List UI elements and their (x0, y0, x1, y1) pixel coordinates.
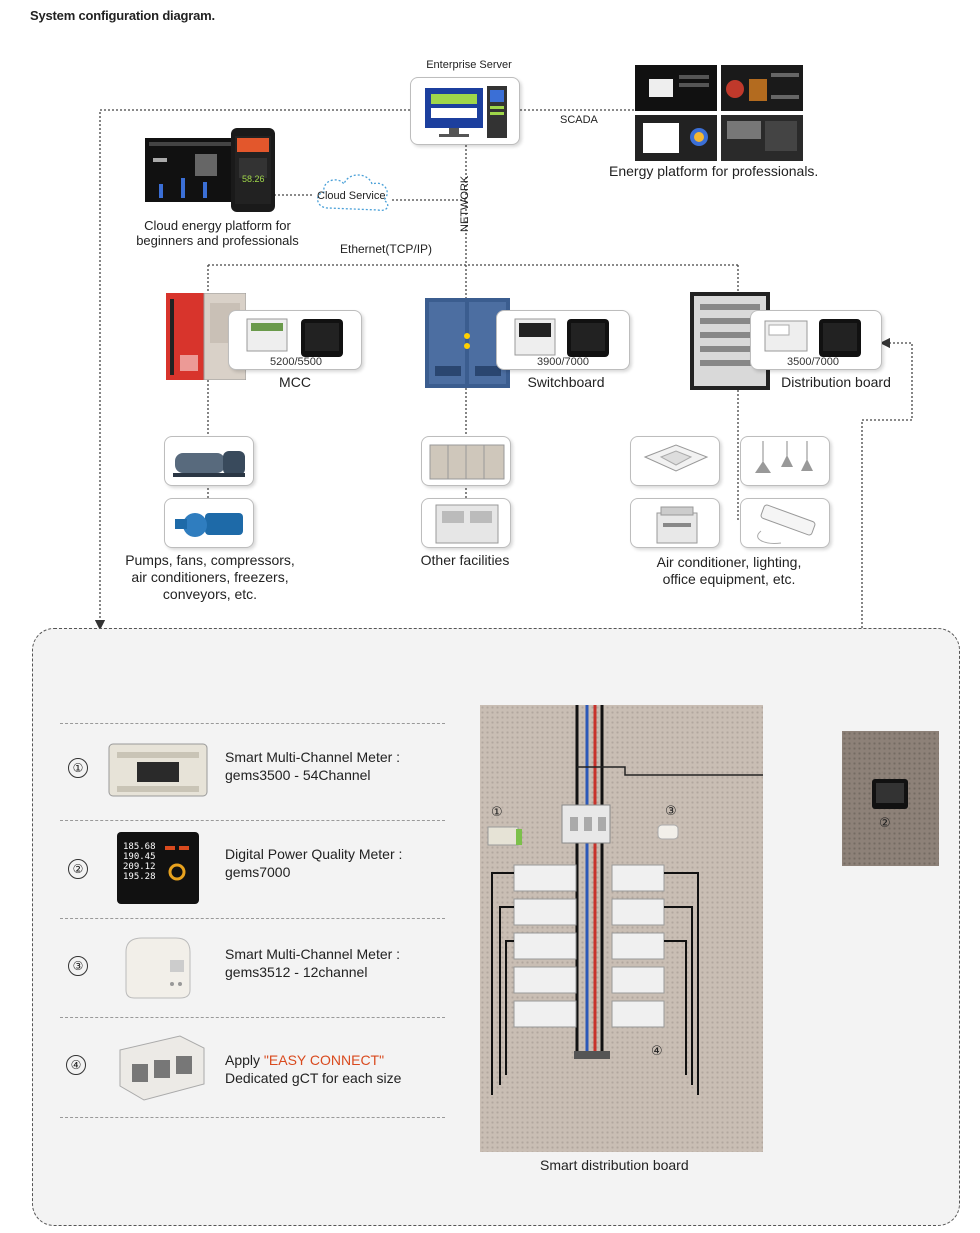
divider (60, 1017, 445, 1018)
meter-reading: 195.28 (123, 872, 156, 882)
product-2-line1: Digital Power Quality Meter : (225, 846, 403, 862)
switchboard-label: Switchboard (527, 374, 605, 390)
pump-card (164, 436, 254, 486)
power-strip-card (740, 498, 830, 548)
page-title: System configuration diagram. (30, 8, 215, 23)
cloud-platform-label-1: Cloud energy platform for (144, 218, 291, 233)
lighting-card (740, 436, 830, 486)
distribution-meter-card (750, 310, 882, 370)
easy-connect-gct-image (110, 1030, 210, 1104)
aircon-card (630, 436, 720, 486)
ethernet-label: Ethernet(TCP/IP) (340, 242, 433, 256)
product-number-2: ② (68, 859, 88, 879)
switchboard-cabinet (425, 298, 510, 388)
board-marker-4: ④ (651, 1043, 663, 1058)
switchboard-models: 3900/7000 (537, 356, 589, 368)
board-marker-2: ② (879, 815, 891, 830)
distribution-loads-1: Air conditioner, lighting, (656, 554, 802, 570)
pump-icon (173, 451, 245, 477)
copier-card (630, 498, 720, 548)
enterprise-server-card (410, 77, 520, 145)
meter-reading: 185.68 (123, 842, 156, 852)
cloud-platform-devices: 58.26 (145, 128, 277, 216)
product-1-line2: gems3500 - 54Channel (225, 767, 371, 783)
product-4-prefix: Apply (225, 1052, 264, 1068)
product-4-line1: Apply "EASY CONNECT" (225, 1051, 384, 1069)
air-conditioner-icon (643, 444, 709, 472)
board-marker-1: ① (491, 804, 503, 819)
smart-board-label: Smart distribution board (540, 1157, 689, 1173)
cloud-service-label: Cloud Service (317, 190, 386, 202)
meter-reading: 190.45 (123, 852, 156, 862)
switchboard-meter-card (496, 310, 630, 370)
facility-card-2 (421, 498, 511, 548)
mcc-loads-1: Pumps, fans, compressors, (125, 552, 295, 568)
facility-card-1 (421, 436, 511, 486)
switchboard-loads: Other facilities (420, 552, 510, 568)
motor-card (164, 498, 254, 548)
lighting-icon (755, 441, 813, 473)
smart-distribution-board-image (480, 705, 763, 1152)
product-number-1: ① (68, 758, 88, 778)
energy-platform-label: Energy platform for professionals. (609, 163, 819, 179)
facility-panel-icon (435, 504, 499, 544)
divider (60, 1117, 445, 1118)
easy-connect-label: "EASY CONNECT" (263, 1052, 385, 1068)
office-copier-icon (656, 506, 698, 544)
mcc-label: MCC (279, 374, 311, 390)
product-3-line1: Smart Multi-Channel Meter : (225, 946, 401, 962)
server-computer-icon (425, 86, 507, 138)
gems7000-meter-image: 185.68 190.45 209.12 195.28 (117, 832, 199, 904)
cloud-platform-label-2: beginners and professionals (136, 233, 299, 248)
distribution-loads-2: office equipment, etc. (662, 571, 796, 587)
motor-icon (175, 513, 243, 537)
mcc-loads-2: air conditioners, freezers, (131, 569, 289, 585)
divider (60, 820, 445, 821)
product-2-line2: gems7000 (225, 864, 291, 880)
mcc-models: 5200/5500 (270, 356, 322, 368)
cloud-icon (310, 168, 395, 216)
meter-reading: 209.12 (123, 862, 156, 872)
distribution-label: Distribution board (781, 374, 891, 390)
product-number-3: ③ (68, 956, 88, 976)
distribution-models: 3500/7000 (787, 356, 839, 368)
mcc-meter-card (228, 310, 362, 370)
external-meter-icon (872, 779, 908, 809)
meter-screen-values: 185.68 190.45 209.12 195.28 (123, 842, 156, 882)
product-3-line2: gems3512 - 12channel (225, 964, 368, 980)
enterprise-server-label: Enterprise Server (426, 59, 512, 71)
distribution-board-wiring (487, 705, 763, 1095)
phone-value: 58.26 (242, 174, 265, 184)
mcc-loads-3: conveyors, etc. (162, 586, 258, 602)
network-label: NETWORK (459, 175, 471, 232)
scada-label: SCADA (560, 114, 598, 126)
gems3500-meter-image (107, 740, 209, 800)
power-strip-icon (757, 504, 816, 544)
product-number-4: ④ (66, 1055, 86, 1075)
product-1-line1: Smart Multi-Channel Meter : (225, 749, 401, 765)
facility-cabinet-icon (429, 444, 505, 480)
product-4-line2: Dedicated gCT for each size (225, 1070, 402, 1086)
gems3512-meter-image (120, 930, 195, 1002)
divider (60, 918, 445, 919)
board-marker-3: ③ (665, 803, 677, 818)
divider (60, 723, 445, 724)
scada-screens (635, 65, 803, 161)
